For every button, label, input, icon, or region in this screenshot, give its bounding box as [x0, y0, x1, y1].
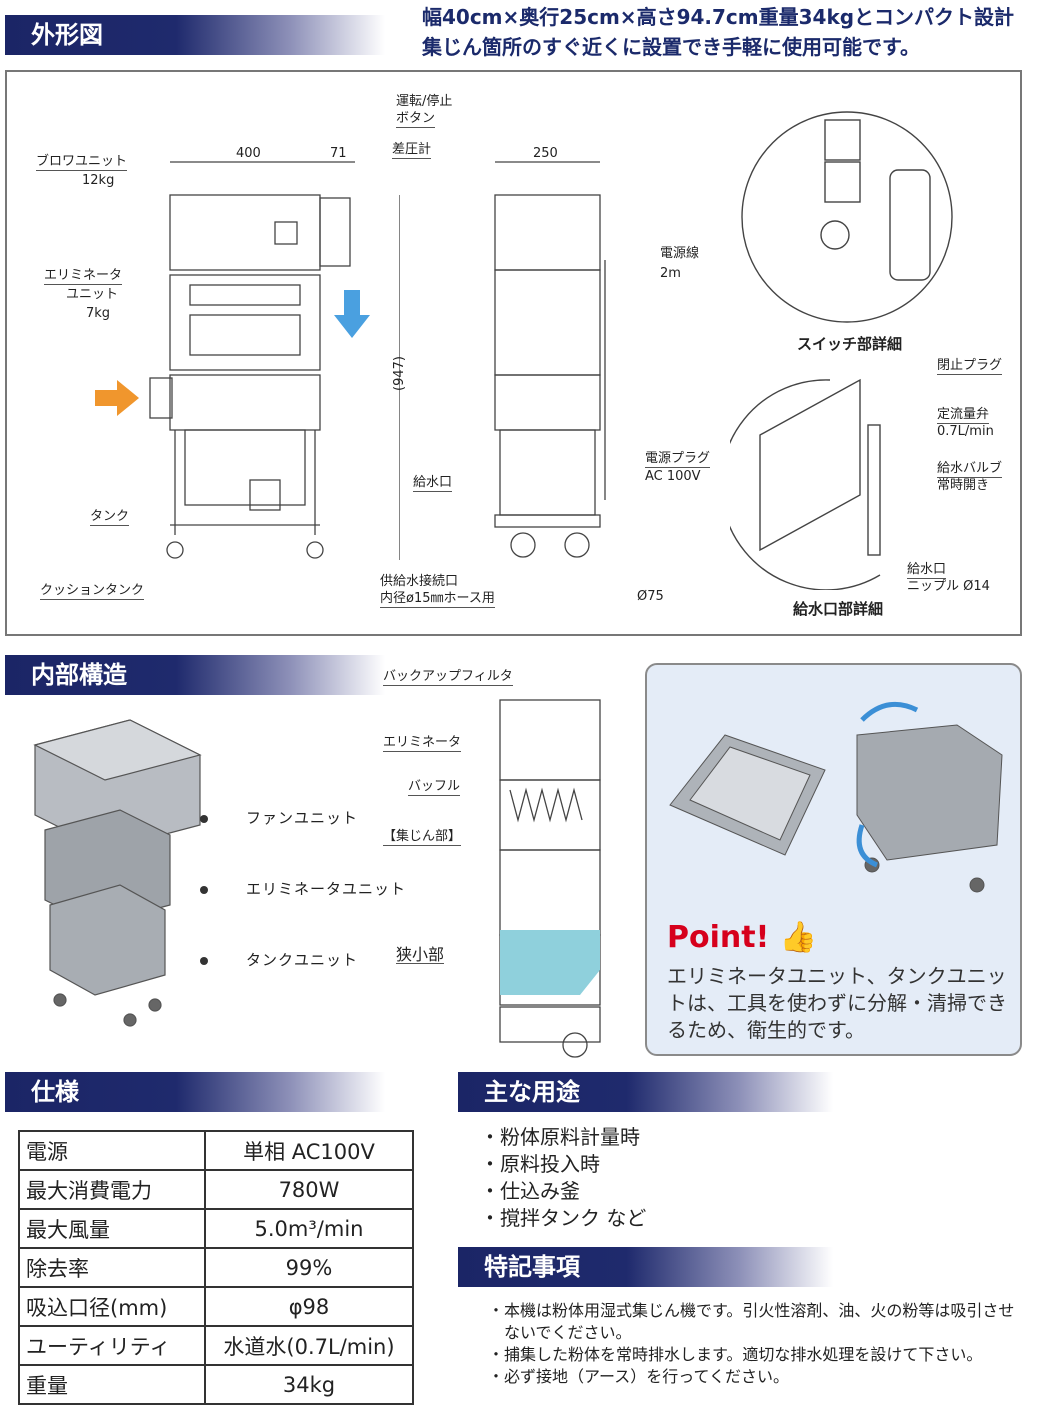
point-text: エリミネータユニット、タンクユニットは、工具を使わずに分解・清掃できるため、衛生… [667, 964, 1007, 1042]
label-eliminator-section: エリミネータ [383, 735, 462, 752]
label-power-cord: 電源線 [660, 246, 700, 261]
intro-line-1: 幅40cm×奥行25cm×高さ94.7cm重量34kgとコンパクト設計 [422, 5, 1015, 29]
table-row: ユーティリティ水道水(0.7L/min) [18, 1325, 414, 1366]
notes-list: ・本機は粉体用湿式集じん機です。引火性溶剤、油、火の粉等は吸引させないでください… [488, 1300, 1028, 1388]
label-narrow-section: 狭小部 [396, 945, 445, 964]
switch-detail-drawing [741, 111, 953, 323]
spec-value: 単相 AC100V [204, 1130, 414, 1171]
front-view-drawing [149, 161, 400, 560]
label-inlet-detail: 給水口 [907, 562, 947, 579]
label-flow-valve: 定流量弁 [937, 407, 990, 424]
label-supply-hose: 内径ø15㎜ホース用 [380, 591, 495, 608]
label-tank: タンク [90, 509, 130, 526]
table-row: 吸込口径(mm)φ98 [18, 1286, 414, 1327]
list-item: ・本機は粉体用湿式集じん機です。引火性溶剤、油、火の粉等は吸引させないでください… [488, 1301, 1015, 1342]
tank-unit-image [856, 701, 1003, 893]
spec-value: 水道水(0.7L/min) [204, 1325, 414, 1366]
list-item: ・仕込み釜 [480, 1179, 580, 1203]
label-run-stop: 運転/停止 [396, 94, 453, 109]
label-nipple: ニップル Ø14 [907, 579, 990, 594]
label-plug-voltage: AC 100V [645, 469, 701, 484]
side-view-drawing [494, 161, 606, 558]
point-title: Point! 👍 [667, 920, 818, 955]
label-dust-collection: 【集じん部】 [383, 829, 462, 846]
dim-height: (947) [391, 356, 407, 391]
spec-key: 重量 [18, 1364, 206, 1405]
intro-text: 幅40cm×奥行25cm×高さ94.7cm重量34kgとコンパクト設計 集じん箇… [422, 2, 1014, 62]
label-flow-rate: 0.7L/min [937, 424, 994, 439]
eliminator-unit-image [669, 734, 826, 856]
label-eliminator-unit: ユニット [66, 287, 119, 302]
part-fan-unit: ファンユニット [200, 807, 358, 828]
label-power-plug: 電源プラグ [645, 451, 711, 468]
spec-value: 5.0m³/min [204, 1208, 414, 1249]
label-baffle: バッフル [408, 779, 461, 796]
section-header-internal: 内部構造 [5, 655, 385, 695]
spec-value: 34kg [204, 1364, 414, 1405]
dim-wheel: Ø75 [637, 589, 664, 604]
inlet-detail-drawing [730, 378, 881, 590]
label-supply: 供給水接続口 [380, 574, 459, 589]
section-header-notes: 特記事項 [458, 1247, 833, 1287]
intro-line-2: 集じん箇所のすぐ近くに設置でき手軽に使用可能です。 [422, 35, 920, 59]
inlet-detail-caption: 給水口部詳細 [793, 600, 884, 618]
part-tank-unit: タンクユニット [200, 949, 358, 970]
label-backup-filter: バックアップフィルタ [383, 669, 513, 686]
list-item: ・捕集した粉体を常時排水します。適切な排水処理を設けて下さい。 [488, 1345, 983, 1364]
label-water-valve: 給水バルブ [937, 461, 1003, 478]
list-item: ・撹拌タンク など [480, 1206, 647, 1230]
spec-key: 最大風量 [18, 1208, 206, 1249]
label-eliminator: エリミネータ [44, 268, 123, 285]
label-cord-length: 2m [660, 266, 681, 281]
uses-list: ・粉体原料計量時 ・原料投入時 ・仕込み釜 ・撹拌タンク など [480, 1124, 646, 1232]
dim-depth: 250 [533, 146, 558, 161]
dim-width-extra: 71 [330, 146, 347, 161]
thumbs-up-icon: 👍 [779, 920, 818, 955]
list-item: ・原料投入時 [480, 1152, 600, 1176]
section-header-uses: 主な用途 [458, 1072, 833, 1112]
label-blower: ブロワユニット [36, 154, 128, 171]
spec-key: 除去率 [18, 1247, 206, 1288]
label-eliminator-weight: 7kg [86, 306, 111, 321]
dim-width: 400 [236, 146, 261, 161]
table-row: 電源単相 AC100V [18, 1130, 414, 1171]
flow-arrow-blue-icon [334, 290, 370, 338]
spec-value: 780W [204, 1169, 414, 1210]
label-gauge: 差圧計 [392, 142, 432, 159]
exterior-drawing-frame [5, 70, 1022, 636]
label-water-inlet: 給水口 [413, 475, 453, 492]
spec-key: 吸込口径(mm) [18, 1286, 206, 1327]
label-cushion-tank: クッションタンク [40, 583, 145, 600]
list-item: ・粉体原料計量時 [480, 1125, 640, 1149]
spec-key: 最大消費電力 [18, 1169, 206, 1210]
spec-value: φ98 [204, 1286, 414, 1327]
flow-arrow-orange-icon [95, 380, 139, 416]
cross-section-drawing [499, 699, 601, 1058]
label-always-open: 常時開き [937, 478, 990, 493]
section-header-spec: 仕様 [5, 1072, 385, 1112]
label-blower-weight: 12kg [82, 173, 115, 188]
section-header-exterior: 外形図 [5, 15, 385, 55]
label-stop-plug: 閉止プラグ [937, 358, 1003, 375]
spec-value: 99% [204, 1247, 414, 1288]
spec-key: 電源 [18, 1130, 206, 1171]
label-button: ボタン [396, 111, 436, 128]
exploded-unit-image [33, 719, 202, 1027]
list-item: ・必ず接地（アース）を行ってください。 [488, 1367, 789, 1386]
point-panel: Point! 👍 エリミネータユニット、タンクユニットは、工具を使わずに分解・清… [645, 663, 1022, 1056]
spec-key: ユーティリティ [18, 1325, 206, 1366]
part-eliminator-unit: エリミネータユニット [200, 878, 406, 899]
switch-detail-caption: スイッチ部詳細 [797, 335, 903, 353]
